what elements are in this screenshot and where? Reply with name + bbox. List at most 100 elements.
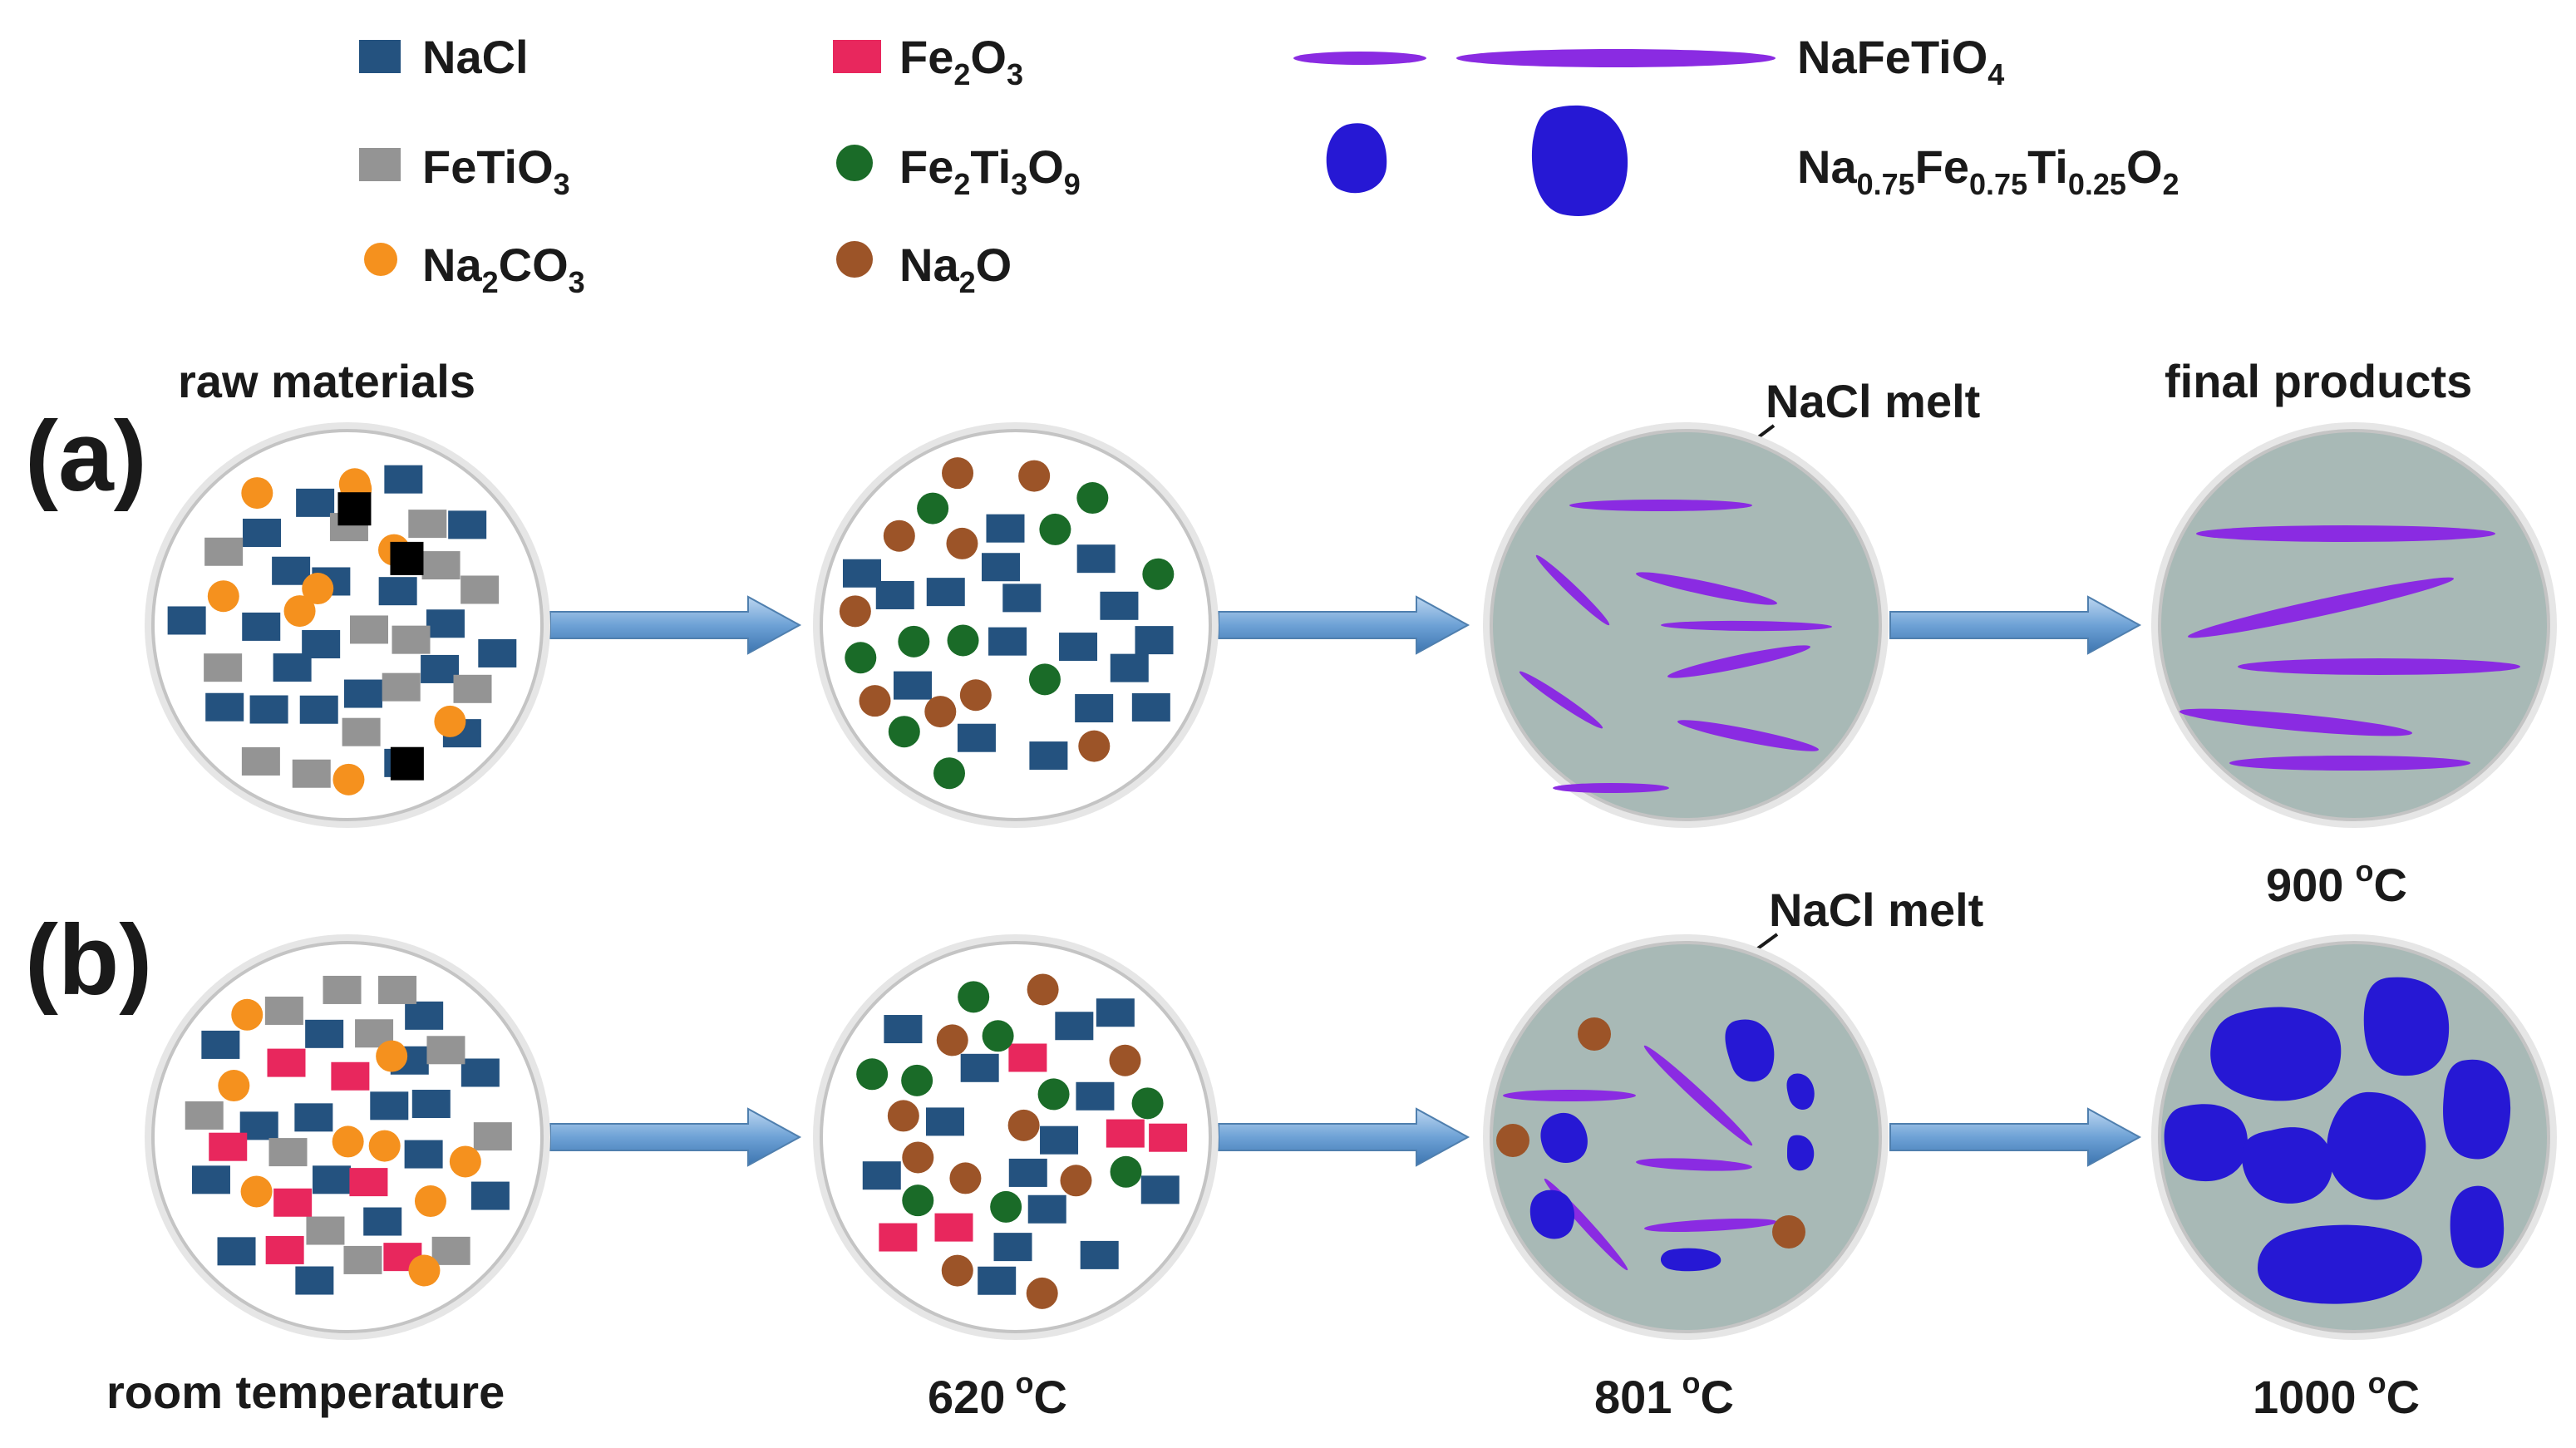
na2o-particle — [941, 1254, 973, 1287]
nacl-particle — [1096, 998, 1135, 1027]
label-raw-materials: raw materials — [178, 355, 475, 407]
legend-nacl: NaCl — [359, 31, 529, 83]
na2co3-particle — [241, 477, 273, 510]
fe2o3-particle — [1149, 1123, 1188, 1152]
nacl-particle — [242, 519, 281, 548]
nacl-particle — [167, 606, 206, 635]
nafetio4-needle — [2238, 658, 2520, 675]
nacl-particle — [299, 695, 338, 724]
label-final-products: final products — [2165, 355, 2472, 407]
na075-particle — [1660, 1248, 1721, 1272]
na2o-particle — [883, 520, 915, 552]
nacl-particle — [1080, 1240, 1119, 1269]
fetio3-particle — [431, 1236, 470, 1265]
nafetio4-needle — [1643, 1218, 1778, 1233]
nacl-particle — [384, 465, 423, 494]
fetio3-particle — [343, 1245, 382, 1274]
fetio3-particle — [453, 674, 492, 703]
fe2ti3o9-particle — [1028, 663, 1061, 696]
fetio3-particle — [408, 510, 447, 539]
na2co3-particle — [302, 573, 334, 605]
nacl-particle — [986, 514, 1025, 543]
nacl-particle — [478, 638, 517, 667]
na075-particle — [2327, 1091, 2426, 1200]
nacl-particle — [272, 556, 311, 585]
na075-particle — [1540, 1112, 1588, 1163]
fetio3-particle — [350, 615, 389, 644]
fetio3-particle — [392, 625, 431, 654]
na2co3-swatch — [364, 243, 397, 276]
legend-na2o-label: Na2O — [899, 239, 1012, 299]
nafetio4-needle — [1569, 500, 1752, 511]
fetio3-particle — [292, 759, 331, 788]
nacl-particle — [1055, 1012, 1094, 1041]
nacl-particle — [1027, 1194, 1066, 1224]
fe2ti3o9-particle — [901, 1064, 933, 1096]
fe2ti3o9-particle — [947, 624, 979, 657]
process-arrows — [549, 595, 2142, 1167]
nacl-particle — [201, 1030, 240, 1059]
nafetio4-needle — [2187, 577, 2455, 638]
nacl-particle — [1131, 693, 1170, 722]
nacl-particle — [1059, 633, 1098, 662]
fe2ti3o9-particle — [1039, 513, 1071, 545]
fe2ti3o9-particle — [917, 492, 949, 525]
nacl-particle — [305, 1019, 344, 1048]
fe2o3-particle — [1106, 1119, 1145, 1148]
fetio3-particle — [378, 975, 417, 1004]
nacl-particle — [1029, 741, 1068, 771]
nafetio4-needle — [1635, 1158, 1753, 1171]
fetio3-particle — [382, 672, 421, 702]
nafetio4-needle — [1660, 620, 1832, 632]
fetio3-particle — [241, 746, 280, 776]
legend-fe2o3: Fe2O3 — [833, 31, 1023, 91]
na2co3-particle — [408, 1254, 441, 1287]
na2o-particle — [936, 1024, 968, 1056]
fe2o3-particle — [267, 1048, 306, 1077]
nacl-particle — [893, 671, 932, 700]
legend: NaCl FeTiO3 Na2CO3 Fe2O3 Fe2Ti3O9 Na2O N… — [359, 31, 2180, 299]
arrow-b3 — [1889, 1107, 2142, 1167]
na2o-particle — [1078, 730, 1111, 762]
na2co3-particle — [434, 705, 466, 737]
fe2ti3o9-particle — [1142, 558, 1175, 590]
nacl-particle — [875, 580, 914, 609]
nacl-particle — [448, 510, 487, 539]
fetio3-swatch — [359, 148, 401, 181]
na2o-particle — [1018, 460, 1051, 492]
nacl-particle — [363, 1207, 402, 1236]
na075-particle — [2258, 1224, 2422, 1304]
nafetio4-swatch-small — [1293, 52, 1426, 65]
black-particle — [390, 541, 424, 575]
na075-particle — [2164, 1104, 2248, 1182]
fe2o3-particle — [209, 1132, 248, 1161]
nacl-particle — [862, 1161, 901, 1190]
na2o-swatch — [836, 241, 873, 278]
nafetio4-needle — [1503, 1090, 1636, 1101]
fe2ti3o9-particle — [958, 981, 990, 1013]
na2o-particle — [924, 696, 957, 728]
nacl-particle — [1040, 1125, 1079, 1155]
fetio3-particle — [421, 551, 461, 580]
fetio3-particle — [204, 537, 244, 566]
fe2o3-particle — [934, 1213, 973, 1242]
nacl-particle — [1075, 694, 1114, 723]
na075-particle — [2363, 977, 2450, 1076]
na2co3-particle — [376, 1040, 408, 1072]
na2co3-particle — [449, 1145, 481, 1178]
nacl-particle — [296, 488, 335, 517]
nafetio4-needle — [1643, 1045, 1753, 1146]
nacl-particle — [978, 1266, 1017, 1295]
na2o-particle — [859, 685, 891, 717]
fetio3-particle — [342, 717, 381, 746]
legend-na2co3-label: Na2CO3 — [422, 239, 585, 299]
na075-particle — [2210, 1007, 2342, 1101]
nafetio4-needle — [2229, 756, 2470, 771]
nacl-particle — [249, 695, 288, 724]
na075-particle — [1529, 1189, 1575, 1239]
fetio3-particle — [268, 1138, 308, 1167]
fe2ti3o9-swatch — [836, 145, 873, 181]
legend-na2co3: Na2CO3 — [364, 239, 585, 299]
fe2ti3o9-particle — [990, 1190, 1022, 1223]
